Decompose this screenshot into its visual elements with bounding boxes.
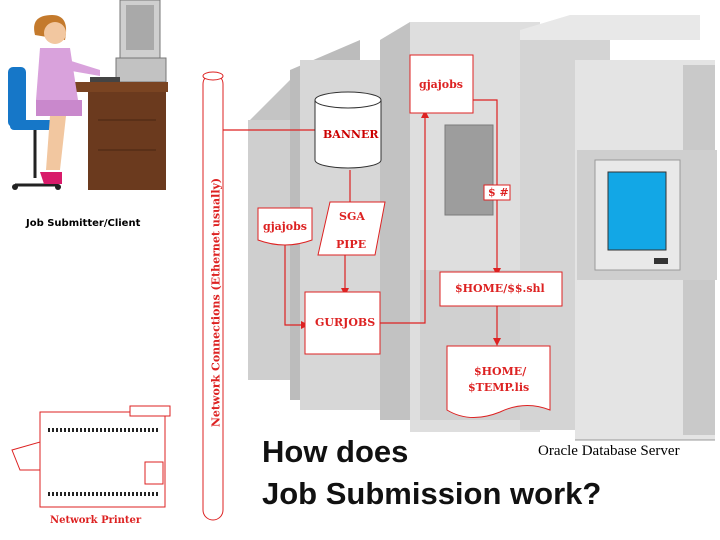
temp-line2-label: $TEMP.lis	[468, 381, 530, 394]
gurjobs-box	[304, 291, 381, 355]
diagram-title-line2: Job Submission work?	[262, 476, 602, 511]
pipe-label: PIPE	[336, 238, 367, 251]
server-label: Oracle Database Server	[538, 443, 680, 459]
temp-line1-label: $HOME/	[474, 365, 527, 378]
gjajobs-top-label: gjajobs	[419, 78, 463, 91]
home-shl-label: $HOME/$$.shl	[455, 282, 545, 295]
gjajobs-left-box	[257, 207, 313, 246]
gjajobs-left-label: gjajobs	[263, 220, 307, 233]
network-cable	[202, 71, 224, 521]
sga-pipe-box	[317, 201, 386, 256]
printer-label: Network Printer	[50, 515, 142, 526]
flow-connectors	[222, 99, 498, 342]
job-submitter-illustration	[8, 0, 168, 190]
temp-lis-document	[446, 345, 551, 418]
banner-database-cylinder	[314, 91, 382, 169]
network-label: Network Connections (Ethernet usually)	[209, 177, 223, 428]
diagram-title-line1: How does	[262, 434, 409, 469]
client-label: Job Submitter/Client	[26, 218, 141, 229]
gjajobs-top-box	[409, 54, 474, 114]
gurjobs-label: GURJOBS	[315, 316, 376, 329]
shell-symbol-box	[483, 184, 511, 201]
banner-label: BANNER	[323, 128, 379, 141]
shell-symbol-label: $ #	[488, 186, 509, 199]
home-shl-box	[439, 271, 563, 307]
sga-label: SGA	[339, 210, 365, 223]
network-printer-illustration	[11, 405, 171, 508]
